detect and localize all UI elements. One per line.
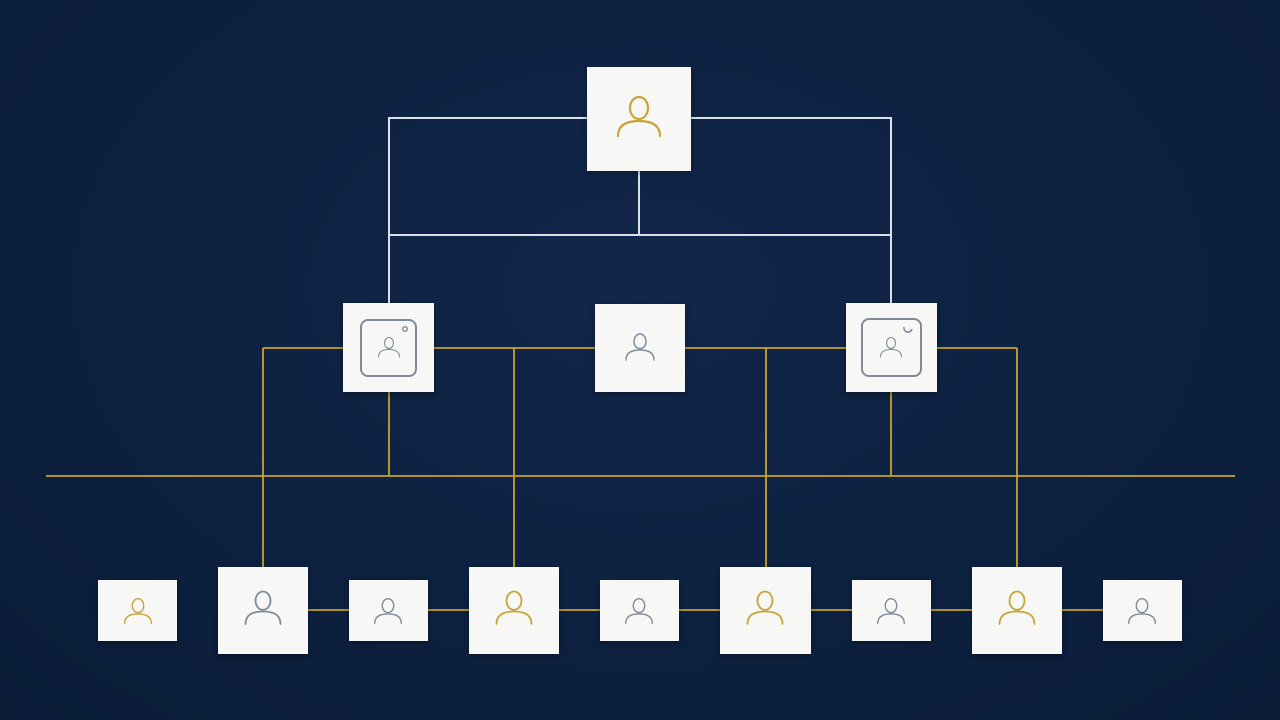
gold-connectors [46, 347, 1235, 611]
node-bottom-6[interactable] [720, 567, 811, 654]
node-bottom-3[interactable] [349, 580, 428, 641]
vertical-drops [262, 348, 1018, 567]
node-top[interactable] [587, 67, 691, 171]
node-mid-left[interactable] [343, 303, 434, 392]
mid-drops [388, 392, 892, 476]
node-bottom-8[interactable] [972, 567, 1062, 654]
person-frame-icon [360, 319, 417, 377]
node-bottom-5[interactable] [600, 580, 679, 641]
node-bottom-7[interactable] [852, 580, 931, 641]
node-bottom-4[interactable] [469, 567, 559, 654]
top-to-mid-bracket-lower [389, 171, 891, 236]
person-frame-icon [861, 318, 922, 377]
node-bottom-2[interactable] [218, 567, 308, 654]
top-to-mid-bracket-upper [388, 117, 892, 303]
nodes [98, 67, 1182, 654]
node-bottom-1[interactable] [98, 580, 177, 641]
white-connectors [388, 117, 892, 303]
node-bottom-9[interactable] [1103, 580, 1182, 641]
node-mid-center[interactable] [595, 304, 685, 392]
node-mid-right[interactable] [846, 303, 937, 392]
connector-lines [46, 117, 1235, 611]
